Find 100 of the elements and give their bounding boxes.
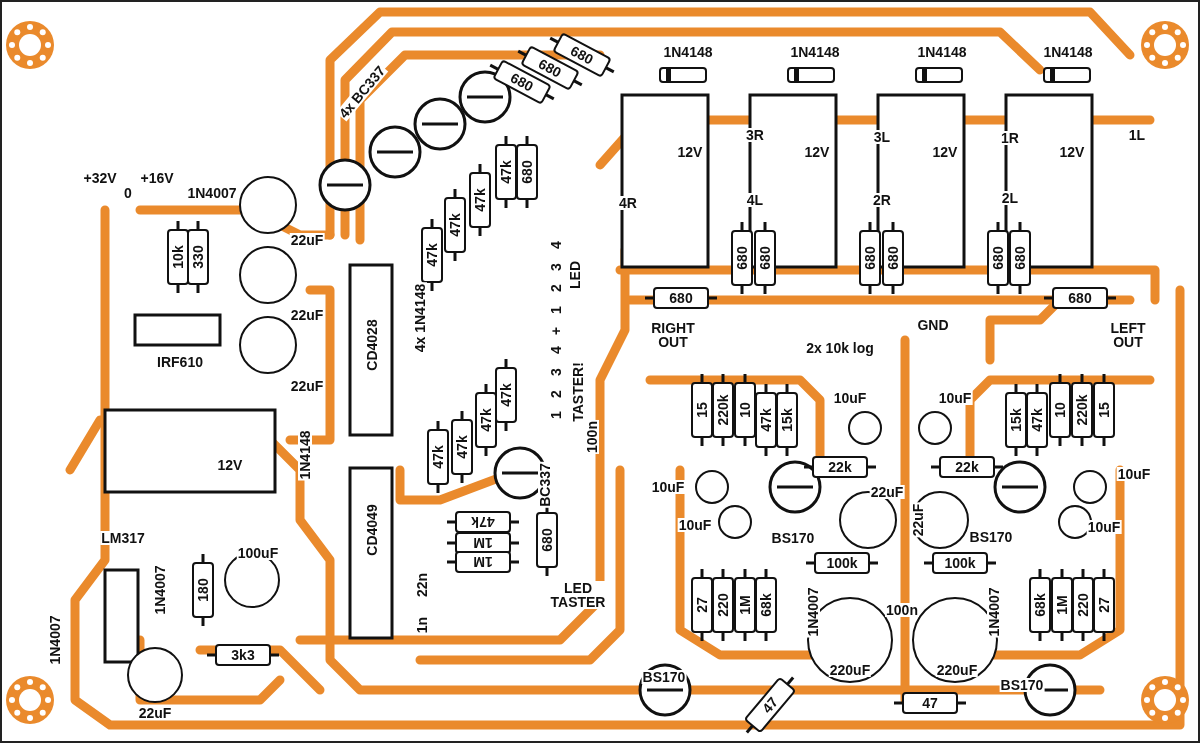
component-label: 68k	[759, 592, 773, 618]
component-label: 27	[695, 596, 709, 614]
component-label: 15k	[780, 407, 794, 433]
component-label: BC337	[538, 462, 552, 508]
component-label: 10	[738, 401, 752, 419]
component-label: 680	[535, 55, 565, 81]
component-label: 15k	[1009, 407, 1023, 433]
component-label: BS170	[968, 530, 1014, 544]
component-label: 220uF	[828, 663, 872, 677]
component-label: 12V	[803, 145, 831, 159]
component-label: 22uF	[289, 308, 325, 322]
component-label: 1N4007	[987, 586, 1001, 638]
component-label: 3	[549, 262, 563, 272]
component-label: 22uF	[137, 706, 173, 720]
component-label: 4	[549, 345, 563, 355]
component-label: 10uF	[1116, 467, 1152, 481]
component-label: 0	[123, 186, 133, 200]
component-label: 47	[921, 696, 939, 710]
component-label: 2x 10k log	[805, 341, 875, 355]
component-label: 3L	[872, 130, 892, 144]
component-label: 1M	[1055, 594, 1069, 616]
component-label: BS170	[641, 670, 687, 684]
component-label: 22uF	[869, 485, 905, 499]
component-label: 680	[758, 245, 772, 271]
component-label: 47k	[455, 434, 469, 460]
component-label: 47k	[499, 382, 513, 408]
component-label: 220k	[716, 393, 730, 427]
component-label: 22n	[415, 571, 429, 599]
component-label: 2R	[872, 193, 892, 207]
component-label: 4x 1N4148	[413, 282, 427, 354]
component-label: 10uF	[832, 391, 868, 405]
component-label: 15	[1097, 401, 1111, 419]
component-label: 220k	[1075, 393, 1089, 427]
component-label: 47k	[448, 212, 462, 238]
component-label: 47k	[759, 407, 773, 433]
component-label: 2	[549, 389, 563, 399]
component-label: 68k	[1033, 592, 1047, 618]
component-label: 47k	[479, 407, 493, 433]
component-label: LM317	[100, 531, 146, 545]
component-label: 1N4148	[1042, 45, 1094, 59]
component-label: TASTER!	[571, 361, 585, 423]
component-label: 680	[507, 69, 537, 95]
component-label: 47	[759, 693, 781, 717]
component-label: 4R	[618, 196, 638, 210]
component-label: 2L	[1000, 191, 1020, 205]
component-label: 1n	[415, 615, 429, 635]
component-label: 3	[549, 367, 563, 377]
component-label: 47k	[499, 159, 513, 185]
component-label: 47k	[425, 242, 439, 268]
component-label: 1N4148	[789, 45, 841, 59]
component-label: 680	[540, 527, 554, 553]
component-label: 680	[1013, 245, 1027, 271]
component-label: CD4028	[365, 318, 379, 372]
component-label: 100k	[943, 556, 977, 570]
component-label: 10uF	[1086, 520, 1122, 534]
component-label: 10uF	[677, 518, 713, 532]
component-label: 22k	[954, 460, 980, 474]
component-label: 100n	[885, 603, 919, 617]
component-label: 22uF	[289, 379, 325, 393]
component-label: +	[549, 325, 563, 337]
component-label: 10	[1053, 401, 1067, 419]
component-label: 4	[549, 240, 563, 250]
component-label: 220	[716, 592, 730, 618]
component-label: 680	[1067, 291, 1093, 305]
component-label: 10uF	[937, 391, 973, 405]
component-label: 1N4148	[916, 45, 968, 59]
component-label: +32V	[82, 171, 118, 185]
component-label: 27	[1097, 596, 1111, 614]
component-label: 220uF	[935, 663, 979, 677]
component-label: 1N4148	[662, 45, 714, 59]
component-label: 1R	[1000, 131, 1020, 145]
component-label: 1L	[1127, 128, 1147, 142]
component-label: LED	[568, 260, 582, 290]
component-label: 100uF	[236, 546, 280, 560]
component-label: 47k	[1030, 407, 1044, 433]
component-label: 680	[567, 42, 597, 68]
component-label: 12V	[931, 145, 959, 159]
component-label: 15	[695, 401, 709, 419]
component-label: 1	[549, 305, 563, 315]
component-label: 22uF	[911, 502, 925, 538]
component-label: 1	[549, 410, 563, 420]
component-label: 680	[520, 159, 534, 185]
component-label: IRF610	[156, 355, 204, 369]
component-label: 680	[735, 245, 749, 271]
component-label: 100n	[585, 420, 599, 454]
component-label: 680	[863, 245, 877, 271]
component-label: 180	[196, 577, 210, 603]
component-label: 1N4007	[48, 614, 62, 666]
component-label: 1N4007	[153, 564, 167, 616]
component-label: 10k	[171, 244, 185, 270]
component-label: BS170	[999, 678, 1045, 692]
component-label: 680	[886, 245, 900, 271]
component-label: 12V	[676, 145, 704, 159]
component-label: 220	[1076, 592, 1090, 618]
component-label: 12V	[1058, 145, 1086, 159]
component-label: 4L	[745, 193, 765, 207]
component-label: 12V	[216, 458, 244, 472]
component-label: 1M	[472, 536, 494, 550]
component-label: 1N4148	[298, 429, 312, 481]
component-label: 1N4007	[806, 586, 820, 638]
